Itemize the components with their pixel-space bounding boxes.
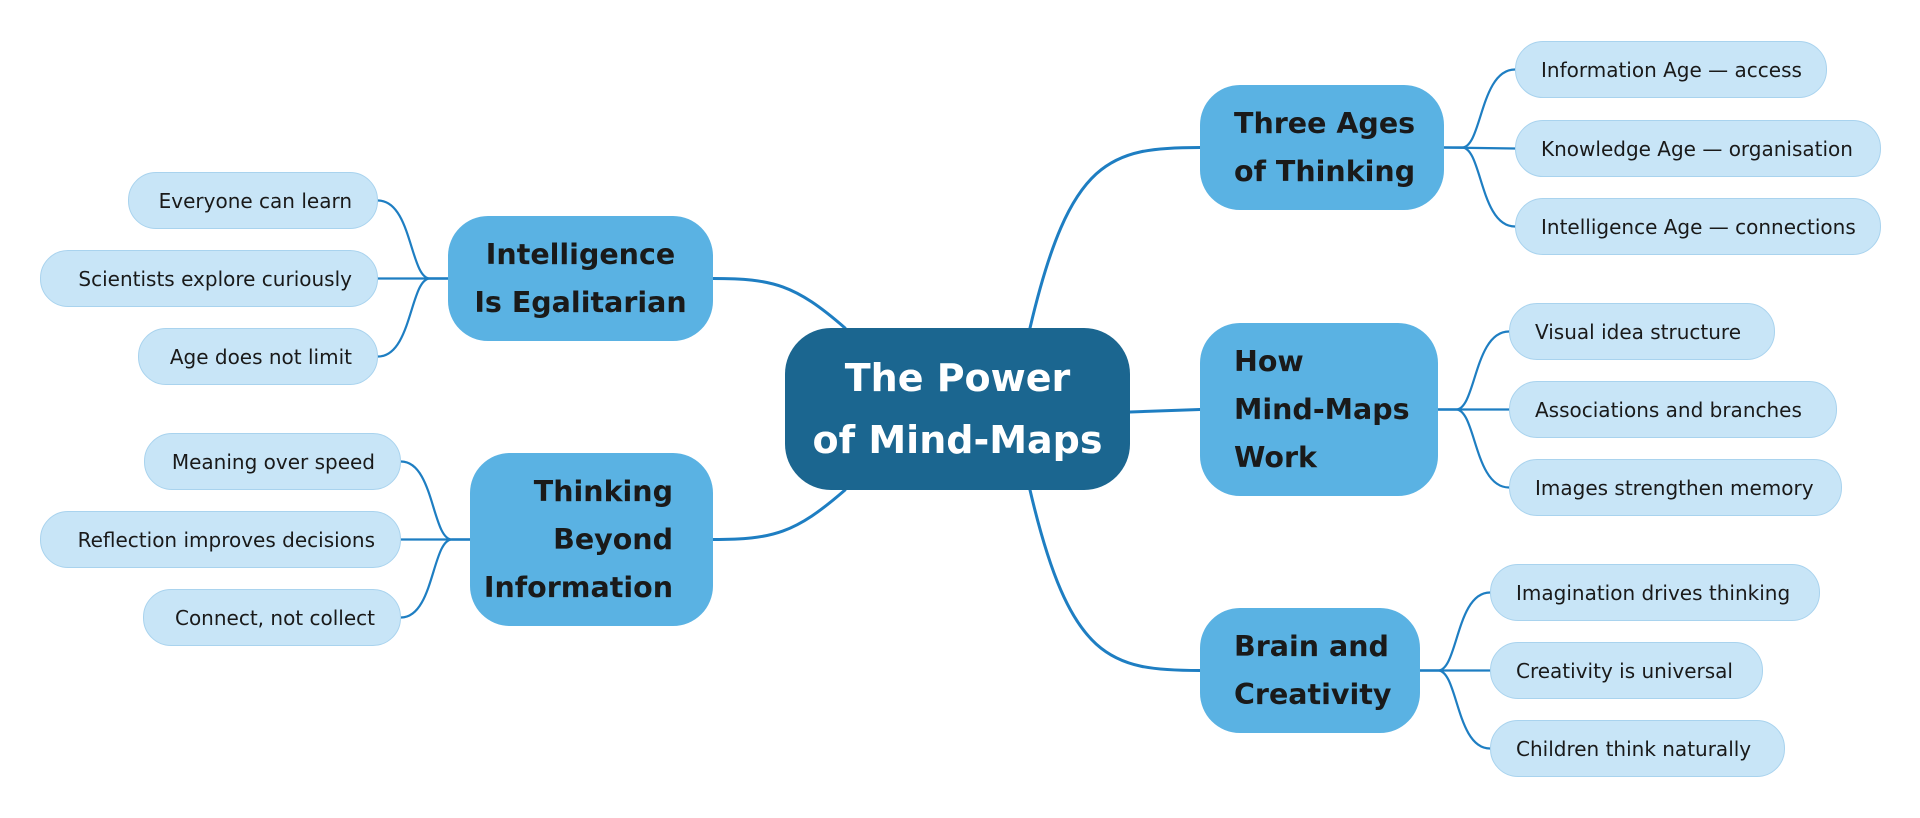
leaf-connect-not-collect[interactable]: Connect, not collect [143,589,401,646]
connector-intelligence-is-egalitarian-to-leaf-2 [376,277,450,358]
connector-brain-and-creativity-to-leaf-0 [1418,591,1492,672]
branch-thinking-beyond-information[interactable]: Thinking Beyond Information [470,453,713,626]
branch-label-line: of Thinking [1234,154,1416,188]
connector-thinking-beyond-information-to-leaf-0 [399,460,472,541]
branch-brain-and-creativity[interactable]: Brain and Creativity [1200,608,1420,733]
central-topic-line-1: The Power [844,356,1071,400]
connector-three-ages-to-leaf-0 [1442,68,1517,149]
leaf-intelligence-age[interactable]: Intelligence Age — connections [1515,198,1881,255]
branch-label-line: Work [1234,440,1318,474]
branch-label-line: Beyond [553,522,673,556]
connector-center-to-three-ages [1028,146,1202,330]
leaf-label: Images strengthen memory [1535,475,1814,500]
branch-label-line: Is Egalitarian [474,285,687,319]
central-topic-line-2: of Mind-Maps [812,418,1103,462]
leaf-visual-idea-structure[interactable]: Visual idea structure [1509,303,1775,360]
leaf-imagination-drives-thinking[interactable]: Imagination drives thinking [1490,564,1820,621]
branch-label-line: Creativity [1234,677,1392,711]
branch-label-line: Mind-Maps [1234,392,1410,426]
leaf-meaning-over-speed[interactable]: Meaning over speed [144,433,401,490]
leaf-knowledge-age[interactable]: Knowledge Age — organisation [1515,120,1881,177]
connector-how-mind-maps-work-to-leaf-2 [1436,408,1511,489]
branch-label-line: How [1234,344,1304,378]
leaf-label: Intelligence Age — connections [1541,214,1856,239]
leaf-information-age[interactable]: Information Age — access [1515,41,1827,98]
leaf-age-does-not-limit[interactable]: Age does not limit [138,328,378,385]
connector-intelligence-is-egalitarian-to-leaf-0 [376,199,450,280]
branch-intelligence-is-egalitarian[interactable]: Intelligence Is Egalitarian [448,216,713,341]
connector-brain-and-creativity-to-leaf-2 [1418,669,1492,750]
leaf-label: Everyone can learn [158,188,352,213]
leaf-associations-and-branches[interactable]: Associations and branches [1509,381,1837,438]
connector-center-to-thinking-beyond-information [711,488,847,541]
connector-center-to-brain-and-creativity [1028,488,1202,672]
branch-label-line: Intelligence [485,237,676,271]
leaf-everyone-can-learn[interactable]: Everyone can learn [128,172,378,229]
leaf-label: Scientists explore curiously [78,266,352,291]
leaf-label: Connect, not collect [174,605,375,630]
leaf-children-think-naturally[interactable]: Children think naturally [1490,720,1785,777]
branch-three-ages[interactable]: Three Ages of Thinking [1200,85,1444,210]
leaf-label: Imagination drives thinking [1516,580,1791,605]
leaf-reflection-improves-decisions[interactable]: Reflection improves decisions [40,511,401,568]
leaf-images-strengthen-memory[interactable]: Images strengthen memory [1509,459,1842,516]
connector-center-to-how-mind-maps-work [1128,408,1202,414]
connector-three-ages-to-leaf-2 [1442,146,1517,228]
leaf-label: Children think naturally [1516,736,1752,761]
leaf-label: Knowledge Age — organisation [1541,136,1853,161]
leaf-label: Meaning over speed [171,449,375,474]
leaf-label: Visual idea structure [1535,319,1741,344]
leaf-label: Information Age — access [1541,57,1802,82]
branch-label-line: Information [483,570,673,604]
leaf-label: Reflection improves decisions [77,527,375,552]
leaf-creativity-is-universal[interactable]: Creativity is universal [1490,642,1763,699]
leaf-label: Age does not limit [169,344,352,369]
branch-how-mind-maps-work[interactable]: How Mind-Maps Work [1200,323,1438,496]
branch-label-line: Brain and [1234,629,1389,663]
connector-center-to-intelligence-is-egalitarian [711,277,847,330]
leaf-label: Creativity is universal [1516,658,1733,683]
connector-thinking-beyond-information-to-leaf-2 [399,538,472,619]
leaf-label: Associations and branches [1535,397,1802,422]
central-topic[interactable]: The Power of Mind-Maps [785,328,1130,490]
leaf-scientists-explore-curiously[interactable]: Scientists explore curiously [40,250,378,307]
branch-label-line: Thinking [533,474,673,508]
branch-label-line: Three Ages [1234,106,1416,140]
connector-how-mind-maps-work-to-leaf-0 [1436,330,1511,411]
